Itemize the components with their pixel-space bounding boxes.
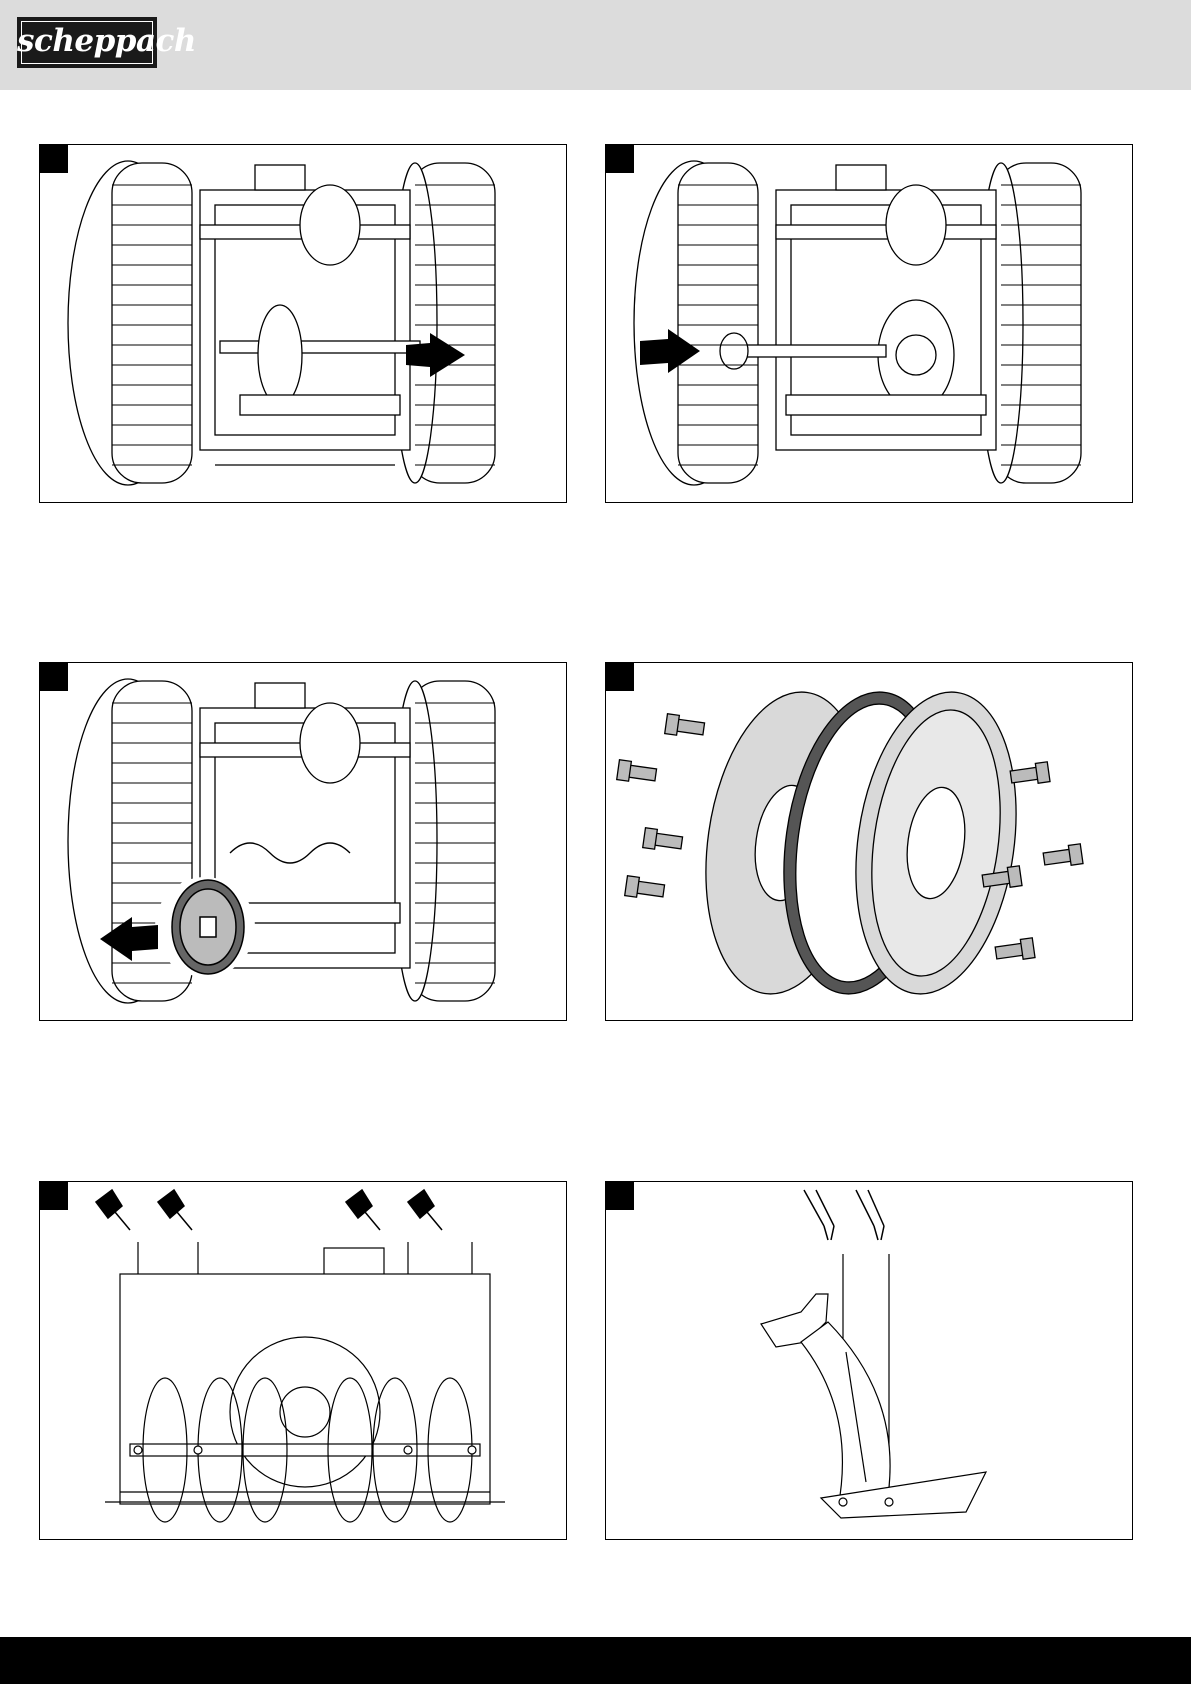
chassis-illustration	[40, 145, 567, 503]
figure-6	[605, 1181, 1133, 1540]
figure-3	[39, 662, 567, 1021]
figure-1	[39, 144, 567, 503]
grease-gun-icon	[804, 1190, 884, 1240]
page-header: scheppach	[0, 0, 1191, 90]
auger-housing-illustration	[40, 1182, 567, 1540]
page-footer-bar	[0, 1637, 1191, 1684]
chassis-illustration	[606, 145, 1133, 503]
chassis-illustration	[40, 663, 567, 1021]
discharge-chute-illustration	[606, 1182, 1133, 1540]
figure-4	[605, 662, 1133, 1021]
oil-can-icon	[96, 1190, 442, 1230]
friction-wheel-exploded-illustration	[606, 663, 1133, 1021]
figure-2	[605, 144, 1133, 503]
figure-5	[39, 1181, 567, 1540]
scheppach-logo: scheppach	[17, 17, 157, 68]
logo-text: scheppach	[17, 23, 196, 59]
